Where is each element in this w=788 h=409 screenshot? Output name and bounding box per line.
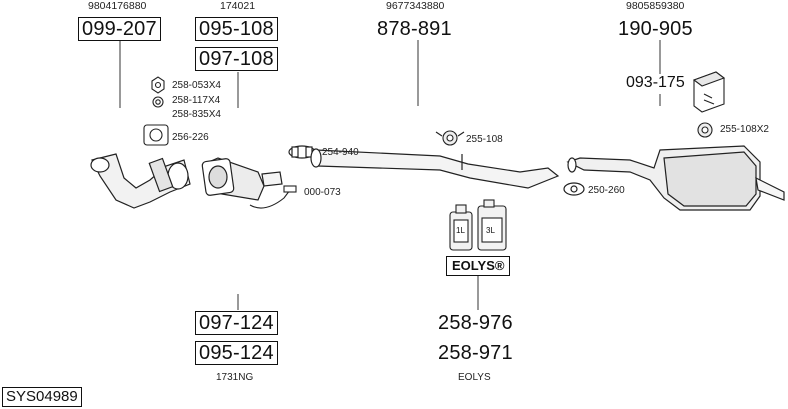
bottle-label-1l: 1L	[456, 226, 465, 235]
part-number-097-108[interactable]: 097-108	[195, 47, 278, 71]
part-number-095-124[interactable]: 095-124	[195, 341, 278, 365]
part-number-099-207[interactable]: 099-207	[78, 17, 161, 41]
lambda-sensor	[249, 185, 297, 209]
oem-ref-2: 174021	[220, 0, 256, 12]
caption-eolys: EOLYS	[458, 372, 491, 383]
system-code: SYS04989	[2, 387, 82, 407]
label-256-226[interactable]: 256-226	[172, 132, 209, 143]
middle-pipe	[310, 148, 560, 189]
eolys-brand-box: EOLYS®	[446, 256, 511, 276]
front-pipe	[90, 153, 191, 209]
clamp-icon-rear	[563, 182, 585, 196]
label-258-053X4[interactable]: 258-053X4	[172, 80, 221, 91]
part-number-258-971[interactable]: 258-971	[438, 342, 513, 364]
rear-silencer	[566, 145, 785, 211]
rubber-mount-pair-icon	[697, 122, 713, 138]
part-number-097-124[interactable]: 097-124	[195, 311, 278, 335]
caption-1731ng: 1731NG	[216, 372, 254, 383]
label-255-108[interactable]: 255-108	[466, 134, 503, 145]
oem-ref-4: 9805859380	[626, 0, 685, 12]
label-254-940[interactable]: 254-940	[322, 147, 359, 158]
part-number-095-108[interactable]: 095-108	[195, 17, 278, 41]
label-258-117X4[interactable]: 258-117X4	[172, 95, 221, 106]
part-number-093-175[interactable]: 093-175	[626, 74, 685, 91]
part-number-878-891[interactable]: 878-891	[377, 18, 452, 40]
part-number-190-905[interactable]: 190-905	[618, 18, 693, 40]
part-number-258-976[interactable]: 258-976	[438, 312, 513, 334]
label-255-108X2[interactable]: 255-108X2	[720, 124, 769, 135]
mounting-kit-icon	[692, 71, 726, 113]
label-250-260[interactable]: 250-260	[588, 185, 625, 196]
bottle-label-3l: 3L	[486, 226, 495, 235]
oem-ref-1: 9804176880	[88, 0, 147, 12]
fluid-bottle-large	[477, 199, 507, 251]
label-000-073[interactable]: 000-073	[304, 187, 341, 198]
label-258-835X4[interactable]: 258-835X4	[172, 109, 221, 120]
fluid-bottle-small	[449, 204, 473, 251]
rubber-mount-icon	[435, 130, 465, 146]
catalytic-converter	[201, 157, 283, 201]
oem-ref-3: 9677343880	[386, 0, 445, 12]
